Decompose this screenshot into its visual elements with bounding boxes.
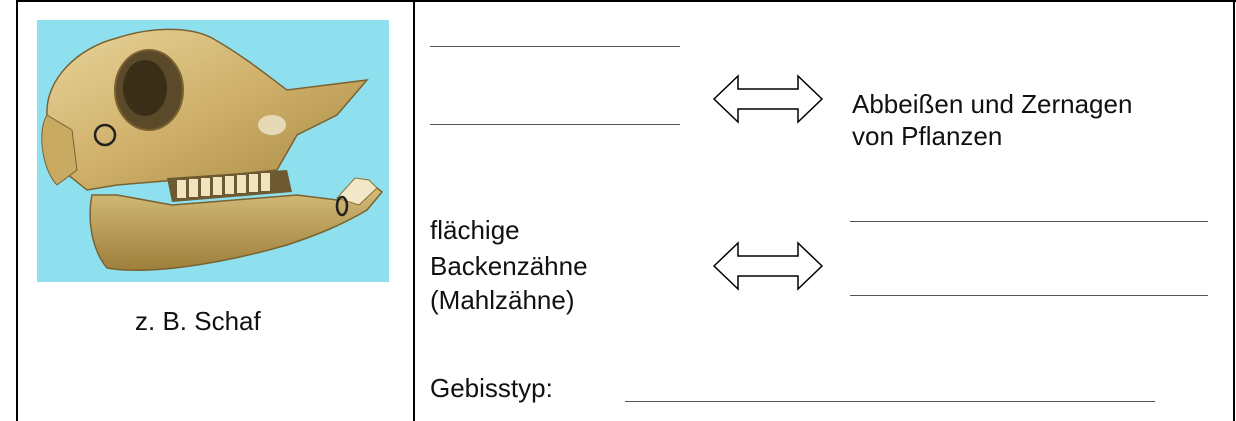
table-top-border xyxy=(16,0,1236,2)
gebisstyp-label: Gebisstyp: xyxy=(430,373,553,403)
answer-line-2 xyxy=(430,124,680,125)
function-description-line1: Abbeißen und Zernagen xyxy=(852,89,1133,119)
double-headed-arrow-icon xyxy=(712,74,824,124)
table-left-border xyxy=(16,0,18,421)
double-headed-arrow-icon xyxy=(712,241,824,291)
table-right-border xyxy=(1233,0,1235,421)
answer-line-4 xyxy=(850,295,1208,296)
tooth-label-line3: (Mahlzähne) xyxy=(430,285,575,315)
tooth-label-line2: Backenzähne xyxy=(430,251,588,281)
table-column-divider xyxy=(413,0,415,421)
gebisstyp-answer-line xyxy=(625,401,1155,402)
answer-line-1 xyxy=(430,46,680,47)
sheep-skull-photo xyxy=(37,20,389,282)
function-description-line2: von Pflanzen xyxy=(852,121,1003,151)
specimen-caption: z. B. Schaf xyxy=(135,306,261,336)
answer-line-3 xyxy=(850,221,1208,222)
tooth-label-line1: flächige xyxy=(430,215,520,245)
skull-illustration xyxy=(41,28,384,271)
